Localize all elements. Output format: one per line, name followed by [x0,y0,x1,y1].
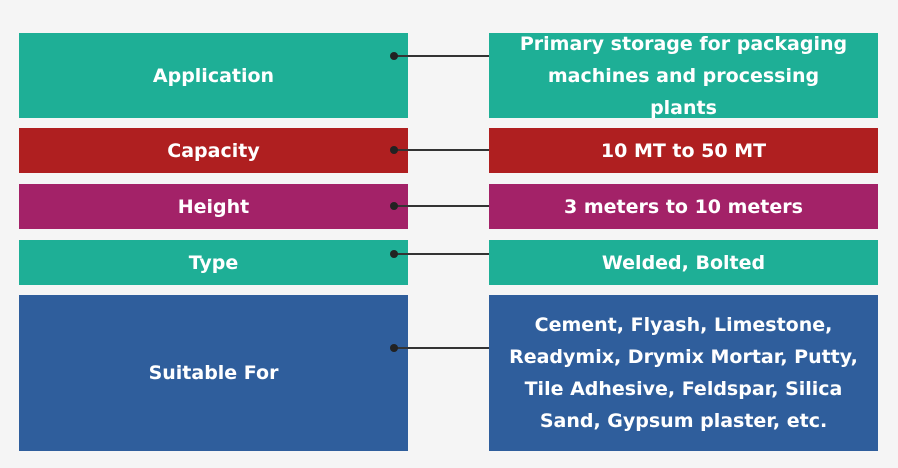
label-box-capacity: Capacity [19,128,408,173]
label-text: Capacity [167,139,260,162]
connector-dot-left [390,250,398,258]
value-text: 10 MT to 50 MT [600,139,767,162]
label-box-suitable-for: Suitable For [19,295,408,451]
value-box-height: 3 meters to 10 meters [489,184,878,229]
connector-dot-left [390,146,398,154]
value-text: Welded, Bolted [601,251,766,274]
label-text: Suitable For [148,362,279,384]
connector-dot-left [390,202,398,210]
value-box-suitable-for: Cement, Flyash, Limestone, Readymix, Dry… [489,295,878,451]
label-text: Type [188,251,239,274]
connector-dot-left [390,52,398,60]
value-box-application: Primary storage for packaging machines a… [489,33,878,119]
value-box-type: Welded, Bolted [489,240,878,285]
label-box-height: Height [19,184,408,229]
value-text: Primary storage for packaging machines a… [519,32,848,119]
value-text: Cement, Flyash, Limestone, Readymix, Dry… [509,314,858,432]
value-box-capacity: 10 MT to 50 MT [489,128,878,173]
value-text: 3 meters to 10 meters [564,195,803,218]
label-box-type: Type [19,240,408,285]
label-text: Application [152,64,275,87]
connector-dot-left [390,344,398,352]
label-text: Height [177,195,250,218]
label-box-application: Application [19,33,408,118]
